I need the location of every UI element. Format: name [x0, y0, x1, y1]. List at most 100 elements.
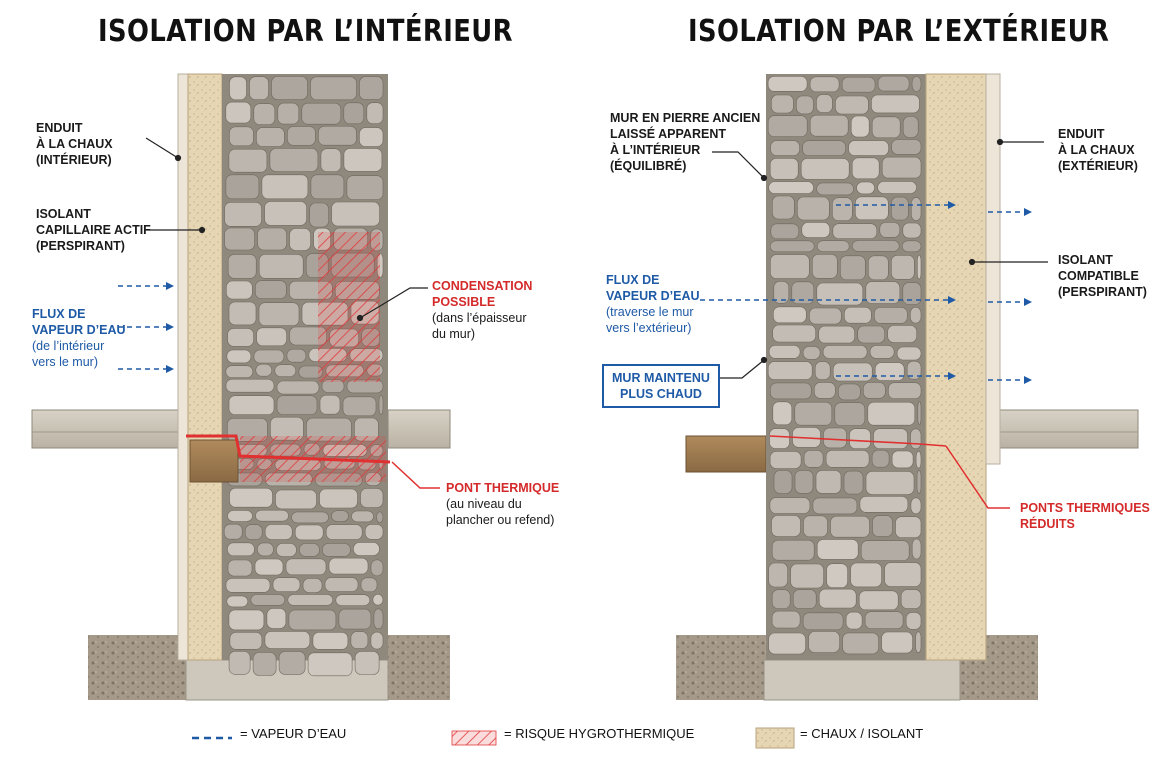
vapor-arrows-right	[700, 201, 1032, 384]
stone	[881, 156, 922, 179]
stone	[274, 364, 297, 378]
footing-right	[763, 659, 961, 701]
stone	[768, 562, 788, 588]
risk-zone-condensation	[318, 232, 380, 382]
stone	[249, 76, 269, 100]
stone	[881, 631, 913, 654]
stone	[223, 523, 243, 540]
legend-risque-label: = RISQUE HYGROTHERMIQUE	[504, 726, 695, 741]
stone	[802, 140, 846, 156]
stone	[364, 524, 384, 540]
stone	[276, 380, 320, 395]
stone	[228, 609, 265, 631]
stone	[771, 515, 801, 537]
stone	[809, 114, 849, 137]
stone	[814, 361, 831, 380]
stone	[335, 594, 371, 607]
stone	[769, 254, 810, 279]
stone	[794, 401, 833, 426]
stone	[318, 125, 357, 146]
stone	[816, 240, 850, 252]
stone	[767, 76, 808, 92]
stone	[796, 196, 830, 221]
stone	[845, 611, 863, 630]
stone	[227, 254, 257, 279]
wooden-beam-left	[189, 439, 239, 483]
stone	[871, 94, 920, 114]
stone	[826, 563, 848, 589]
stone	[831, 197, 853, 221]
stone	[769, 240, 815, 253]
stone	[770, 223, 800, 240]
stone	[309, 202, 329, 228]
stone	[302, 578, 323, 593]
leader-mur-ancien	[712, 151, 765, 179]
stone	[872, 515, 893, 537]
stone	[877, 75, 910, 92]
stone	[803, 515, 828, 538]
stone	[902, 116, 919, 138]
stone	[255, 509, 289, 522]
stone	[816, 182, 854, 196]
stone	[851, 157, 880, 180]
stone	[865, 281, 901, 304]
stone	[837, 383, 861, 401]
stone	[891, 139, 922, 155]
stone	[343, 102, 365, 125]
stone	[228, 301, 257, 326]
stone	[832, 362, 873, 382]
stone	[835, 95, 869, 115]
stone-wall-right	[766, 74, 926, 660]
stone	[244, 524, 263, 540]
stone	[911, 538, 922, 560]
stone	[310, 76, 357, 101]
stone	[910, 497, 922, 515]
stone	[850, 115, 870, 138]
stone	[261, 174, 309, 200]
insulation-capillary	[187, 73, 223, 661]
stone	[225, 101, 252, 124]
stone	[860, 540, 910, 562]
stone	[848, 140, 889, 156]
stone	[331, 201, 380, 227]
stone	[370, 631, 384, 650]
stone	[905, 612, 922, 630]
stone	[272, 577, 301, 593]
stone	[342, 396, 377, 417]
stone	[331, 510, 349, 522]
stone	[832, 223, 878, 239]
stone	[834, 402, 866, 427]
stone	[867, 255, 889, 281]
stone	[794, 470, 814, 494]
stone	[843, 306, 872, 324]
stone	[890, 255, 915, 280]
stone	[769, 382, 812, 400]
stone	[816, 539, 859, 560]
stone	[818, 325, 856, 344]
stone	[276, 543, 297, 557]
stone	[877, 181, 917, 194]
stone	[264, 201, 307, 226]
stone	[879, 222, 901, 238]
stone	[346, 175, 384, 200]
stone	[911, 76, 922, 92]
stone	[849, 428, 871, 450]
floor-slab-left-ext	[685, 435, 767, 473]
stone	[909, 306, 922, 324]
stone	[372, 593, 384, 606]
stone	[257, 227, 287, 251]
stone	[360, 577, 378, 593]
stone	[887, 325, 918, 343]
stone	[275, 489, 317, 510]
stone	[324, 577, 359, 592]
stone	[803, 449, 824, 468]
stone	[310, 174, 345, 200]
leader-ponts-reduits	[945, 445, 1010, 509]
legend-chaux-label: = CHAUX / ISOLANT	[800, 726, 924, 741]
leader-enduit-left	[145, 137, 179, 159]
stone	[772, 401, 793, 426]
stone	[864, 611, 904, 630]
